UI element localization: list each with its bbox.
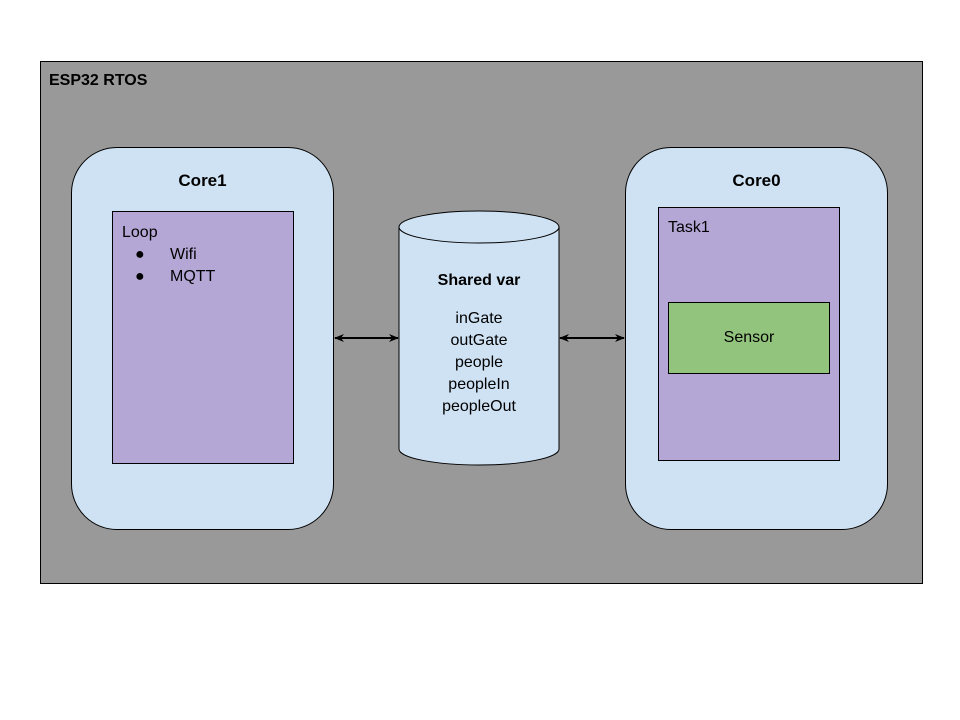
loop-bullet-list: ● Wifi ● MQTT <box>135 244 215 288</box>
core1-title: Core1 <box>178 171 227 190</box>
shared-var-people: people <box>454 354 504 371</box>
loop-item-wifi: Wifi <box>170 246 197 263</box>
shared-var-text: Shared var inGate outGate people peopleI… <box>399 272 559 418</box>
list-item: ● MQTT <box>135 266 215 288</box>
loop-label: Loop <box>122 224 158 241</box>
frame-title: ESP32 RTOS <box>49 72 148 89</box>
sensor-label: Sensor <box>723 329 775 346</box>
bullet-icon: ● <box>135 268 145 285</box>
sensor-box: Sensor <box>668 302 830 374</box>
shared-var-ingate: inGate <box>455 310 503 327</box>
core0-title: Core0 <box>732 171 781 190</box>
list-item: ● Wifi <box>135 244 215 266</box>
shared-var-cylinder <box>398 210 560 466</box>
loop-item-mqtt: MQTT <box>170 268 216 285</box>
shared-var-peoplein: peopleIn <box>448 376 510 393</box>
task1-label: Task1 <box>668 219 710 236</box>
shared-var-title: Shared var <box>437 272 521 289</box>
shared-var-peopleout: peopleOut <box>442 398 516 415</box>
shared-var-outgate: outGate <box>450 332 508 349</box>
loop-panel <box>112 211 294 464</box>
bullet-icon: ● <box>135 246 145 263</box>
